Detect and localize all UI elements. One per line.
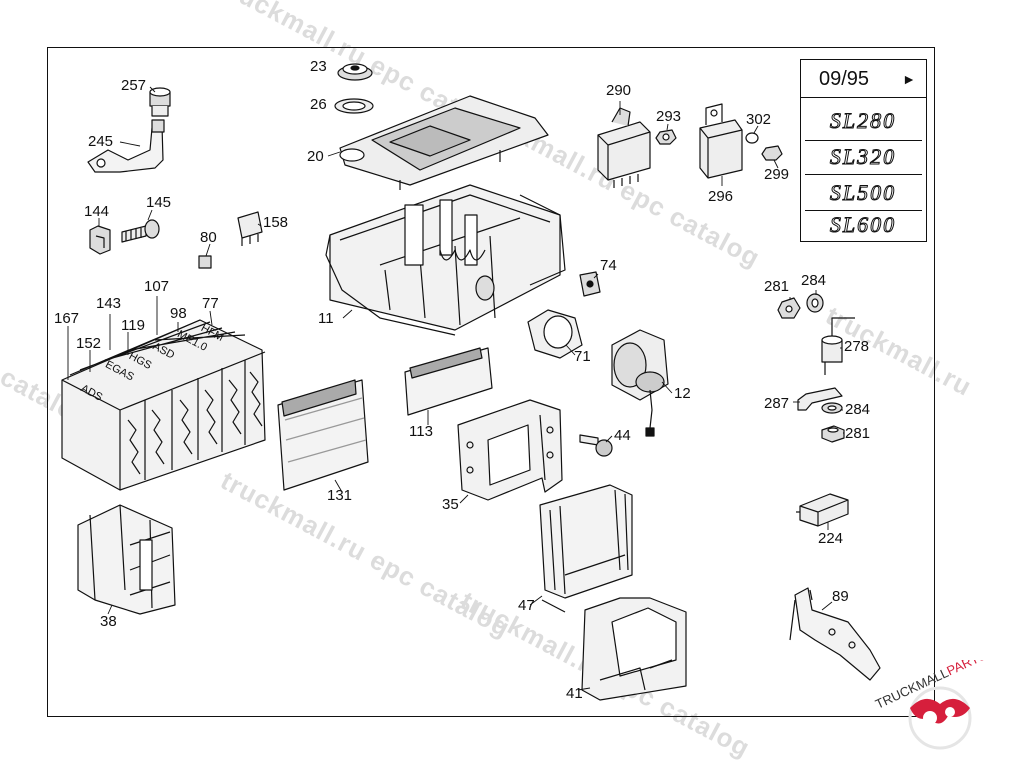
part-label-131: 131 bbox=[327, 487, 353, 504]
part-label-23: 23 bbox=[310, 58, 327, 75]
part-224-relay bbox=[796, 493, 849, 527]
part-label-281-lower: 281 bbox=[845, 425, 871, 442]
model-sl320: SL320 bbox=[829, 144, 897, 170]
part-label-284: 284 bbox=[801, 272, 827, 289]
part-71-duct bbox=[527, 309, 583, 359]
part-23-cap bbox=[337, 63, 373, 81]
part-label-74: 74 bbox=[600, 257, 617, 274]
part-label-26: 26 bbox=[310, 96, 327, 113]
part-label-35: 35 bbox=[442, 496, 459, 513]
part-label-144: 144 bbox=[84, 203, 110, 220]
part-131-board bbox=[277, 379, 369, 491]
part-41-bracket bbox=[581, 597, 687, 701]
part-11-housing bbox=[325, 184, 566, 336]
part-label-293: 293 bbox=[656, 108, 682, 125]
part-26-washer bbox=[334, 98, 374, 114]
part-label-152: 152 bbox=[76, 335, 102, 352]
part-label-98: 98 bbox=[170, 305, 187, 322]
part-302-washer bbox=[745, 132, 759, 144]
truckmallparts-logo: TRUCKMALLPARTS bbox=[870, 647, 1020, 750]
part-label-77: 77 bbox=[202, 295, 219, 312]
part-20-lid bbox=[339, 95, 549, 190]
model-validity-badge: 09/95 ► SL280 SL320 SL500 SL600 bbox=[800, 59, 927, 242]
arrow-right-icon: ► bbox=[902, 71, 916, 87]
part-293-nut bbox=[655, 129, 677, 145]
part-12-blower bbox=[611, 329, 669, 437]
part-287-bracket bbox=[797, 387, 843, 411]
part-label-11: 11 bbox=[318, 310, 334, 327]
part-299-nut bbox=[761, 145, 783, 161]
part-label-89: 89 bbox=[832, 588, 849, 605]
date-text: 09/95 bbox=[819, 68, 870, 90]
part-label-12: 12 bbox=[674, 385, 691, 402]
part-113-board bbox=[404, 347, 493, 416]
part-278-capacitor bbox=[821, 317, 855, 375]
part-label-71: 71 bbox=[574, 348, 591, 365]
part-label-299: 299 bbox=[764, 166, 790, 183]
part-label-224: 224 bbox=[818, 530, 844, 547]
part-47-rack bbox=[539, 484, 633, 613]
part-144-clip bbox=[89, 225, 111, 255]
part-label-296: 296 bbox=[708, 188, 734, 205]
part-38-bracket bbox=[77, 504, 176, 615]
part-74-grommet bbox=[579, 271, 601, 297]
part-label-287: 287 bbox=[764, 395, 790, 412]
part-label-119: 119 bbox=[121, 317, 145, 334]
part-296-relay bbox=[699, 103, 743, 179]
part-label-245: 245 bbox=[88, 133, 114, 150]
part-281-nut-lower bbox=[821, 425, 845, 443]
logo-icon: TRUCKMALLPARTS bbox=[873, 647, 989, 750]
part-89-bracket bbox=[789, 587, 881, 681]
validity-date: 09/95 ► bbox=[801, 60, 926, 98]
part-257-nut bbox=[149, 87, 171, 117]
part-245-bracket bbox=[87, 119, 165, 173]
leader-lines bbox=[67, 86, 844, 691]
model-sl280: SL280 bbox=[829, 108, 897, 134]
part-label-107: 107 bbox=[144, 278, 170, 295]
part-module-stack bbox=[61, 319, 266, 491]
part-label-167: 167 bbox=[54, 310, 80, 327]
part-label-20: 20 bbox=[307, 148, 324, 165]
part-145-screw bbox=[121, 219, 160, 243]
part-44-bolt bbox=[579, 434, 613, 457]
part-35-carrier bbox=[457, 399, 563, 501]
part-label-278: 278 bbox=[844, 338, 870, 355]
part-label-145: 145 bbox=[146, 194, 172, 211]
part-label-284-lower: 284 bbox=[845, 401, 871, 418]
model-sl600: SL600 bbox=[829, 212, 897, 238]
part-281-nut bbox=[777, 297, 801, 319]
part-label-47: 47 bbox=[518, 597, 535, 614]
part-158-relay bbox=[237, 211, 263, 246]
part-284-washer bbox=[806, 293, 824, 313]
part-label-281: 281 bbox=[764, 278, 790, 295]
part-label-44: 44 bbox=[614, 427, 631, 444]
part-80-fuse bbox=[198, 255, 212, 269]
part-label-257: 257 bbox=[121, 77, 147, 94]
part-label-158: 158 bbox=[263, 214, 289, 231]
part-284-washer-lower bbox=[821, 402, 843, 414]
part-label-302: 302 bbox=[746, 111, 772, 128]
part-label-41: 41 bbox=[566, 685, 583, 702]
diagram-frame bbox=[47, 47, 935, 717]
part-label-143: 143 bbox=[96, 295, 122, 312]
part-290-relay bbox=[597, 107, 651, 188]
part-label-80: 80 bbox=[200, 229, 217, 246]
model-sl500: SL500 bbox=[829, 180, 897, 206]
part-label-290: 290 bbox=[606, 82, 632, 99]
part-label-113: 113 bbox=[409, 423, 433, 440]
part-label-38: 38 bbox=[100, 613, 117, 630]
